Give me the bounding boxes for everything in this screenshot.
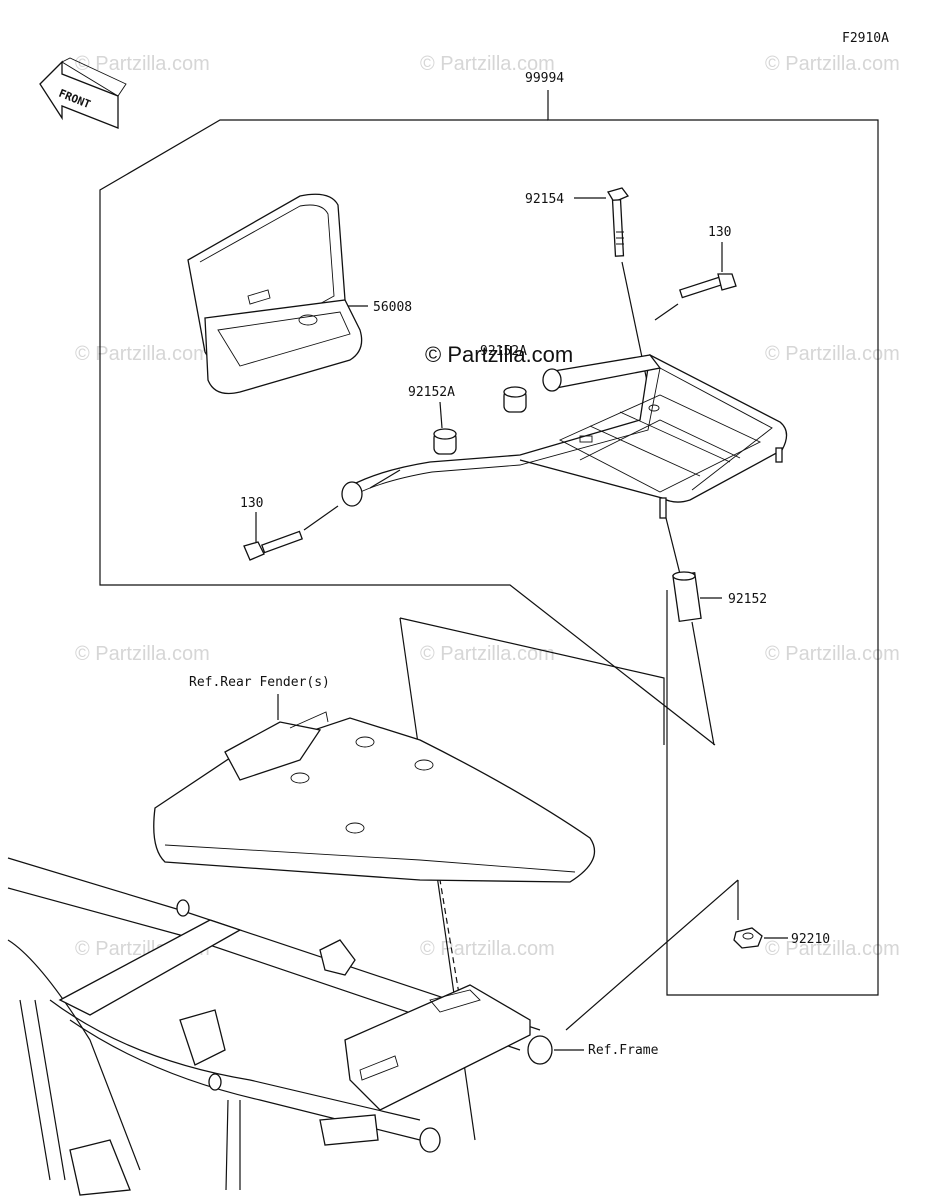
top-case-box <box>187 193 363 395</box>
watermark: © Partzilla.com <box>765 643 900 665</box>
watermark: © Partzilla.com <box>765 53 900 75</box>
bolt-92154 <box>607 187 630 257</box>
ref-rear-fender-label: Ref.Rear Fender(s) <box>189 675 330 690</box>
ref-frame-label: Ref.Frame <box>588 1043 659 1058</box>
frame <box>7 857 553 1196</box>
watermark: © Partzilla.com <box>420 938 555 960</box>
bolt-130-left <box>243 530 303 561</box>
front-arrow-icon: FRONT <box>39 57 127 129</box>
leader-92152A <box>439 401 443 429</box>
part-label-92210: 92210 <box>791 932 830 947</box>
projection-line-nut <box>565 879 739 1031</box>
kit-outline-line <box>99 119 716 746</box>
collar-92152A-top <box>503 386 527 413</box>
watermark-center: © Partzilla.com <box>425 342 573 367</box>
part-label-92154: 92154 <box>525 192 564 207</box>
part-label-99994: 99994 <box>525 71 564 86</box>
watermark: © Partzilla.com <box>75 53 210 75</box>
watermark: © Partzilla.com <box>765 938 900 960</box>
part-label-92152: 92152 <box>728 592 767 607</box>
part-label-92152A: 92152A <box>408 385 455 400</box>
rear-carrier-rack <box>341 354 788 519</box>
axis-130-left <box>303 505 339 531</box>
watermark: © Partzilla.com <box>75 343 210 365</box>
rear-fender <box>153 711 596 883</box>
part-label-92152A-top: 92152A <box>480 344 527 359</box>
watermark-layer: © Partzilla.com © Partzilla.com © Partzi… <box>75 53 900 960</box>
bolt-130-top <box>679 273 737 299</box>
axis-130-top <box>654 303 679 321</box>
watermark: © Partzilla.com <box>765 343 900 365</box>
figure-code: F2910A <box>842 31 889 46</box>
part-label-130-left: 130 <box>240 496 263 511</box>
collar-92152 <box>665 517 715 746</box>
part-label-130-top: 130 <box>708 225 731 240</box>
collar-92152A-mid <box>433 428 457 455</box>
watermark: © Partzilla.com <box>75 643 210 665</box>
projection-line <box>399 617 665 745</box>
nut-92210 <box>733 927 763 949</box>
watermark: © Partzilla.com <box>420 643 555 665</box>
kit-bracket-line <box>547 90 879 996</box>
part-label-56008: 56008 <box>373 300 412 315</box>
axis-collar-line <box>369 469 401 489</box>
watermark: © Partzilla.com <box>420 53 555 75</box>
